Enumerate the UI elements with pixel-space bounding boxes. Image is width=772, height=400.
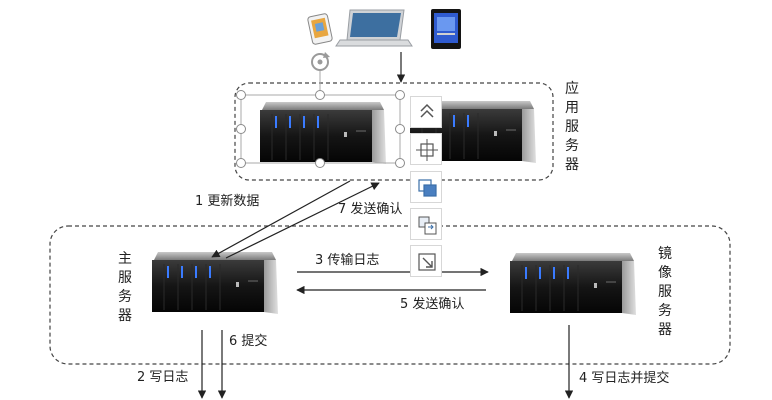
step-1-label: 1 更新数据 [195,194,260,209]
layout-options-button[interactable] [410,96,442,128]
step-6-label: 6 提交 [229,334,268,349]
step-4-label: 4 写日志并提交 [579,371,670,386]
main-server-rack [151,251,279,315]
arrow-send-ack-to-app [225,182,380,259]
step-5-label: 5 发送确认 [400,297,465,312]
layout-options-icon [420,103,434,118]
crop-button[interactable] [410,133,442,165]
app-server-rack-left[interactable] [259,101,387,165]
arrange-icon [418,179,437,197]
db-cluster-boundary [49,225,731,365]
arrange-button[interactable] [410,171,442,203]
laptop-icon [335,9,413,47]
main-server-label: 主服务器 [118,251,132,324]
mirror-server-rack [509,252,637,316]
arrow-update-data [211,180,351,258]
selection-handles[interactable] [236,70,405,168]
phone-icon [307,13,333,45]
replace-button[interactable] [410,208,442,240]
crop-icon [416,139,438,161]
step-7-label: 7 发送确认 [338,202,403,217]
mirror-server-label: 镜像服务器 [658,246,672,338]
app-server-label: 应用服务器 [565,81,579,173]
step-3-label: 3 传输日志 [315,253,380,268]
resize-icon [418,253,436,271]
app-server-boundary [234,82,554,181]
resize-button[interactable] [410,245,442,277]
replace-icon [418,216,437,235]
step-2-label: 2 写日志 [137,370,189,385]
rotate-handle-icon[interactable] [311,52,330,71]
tablet-icon [431,9,461,49]
